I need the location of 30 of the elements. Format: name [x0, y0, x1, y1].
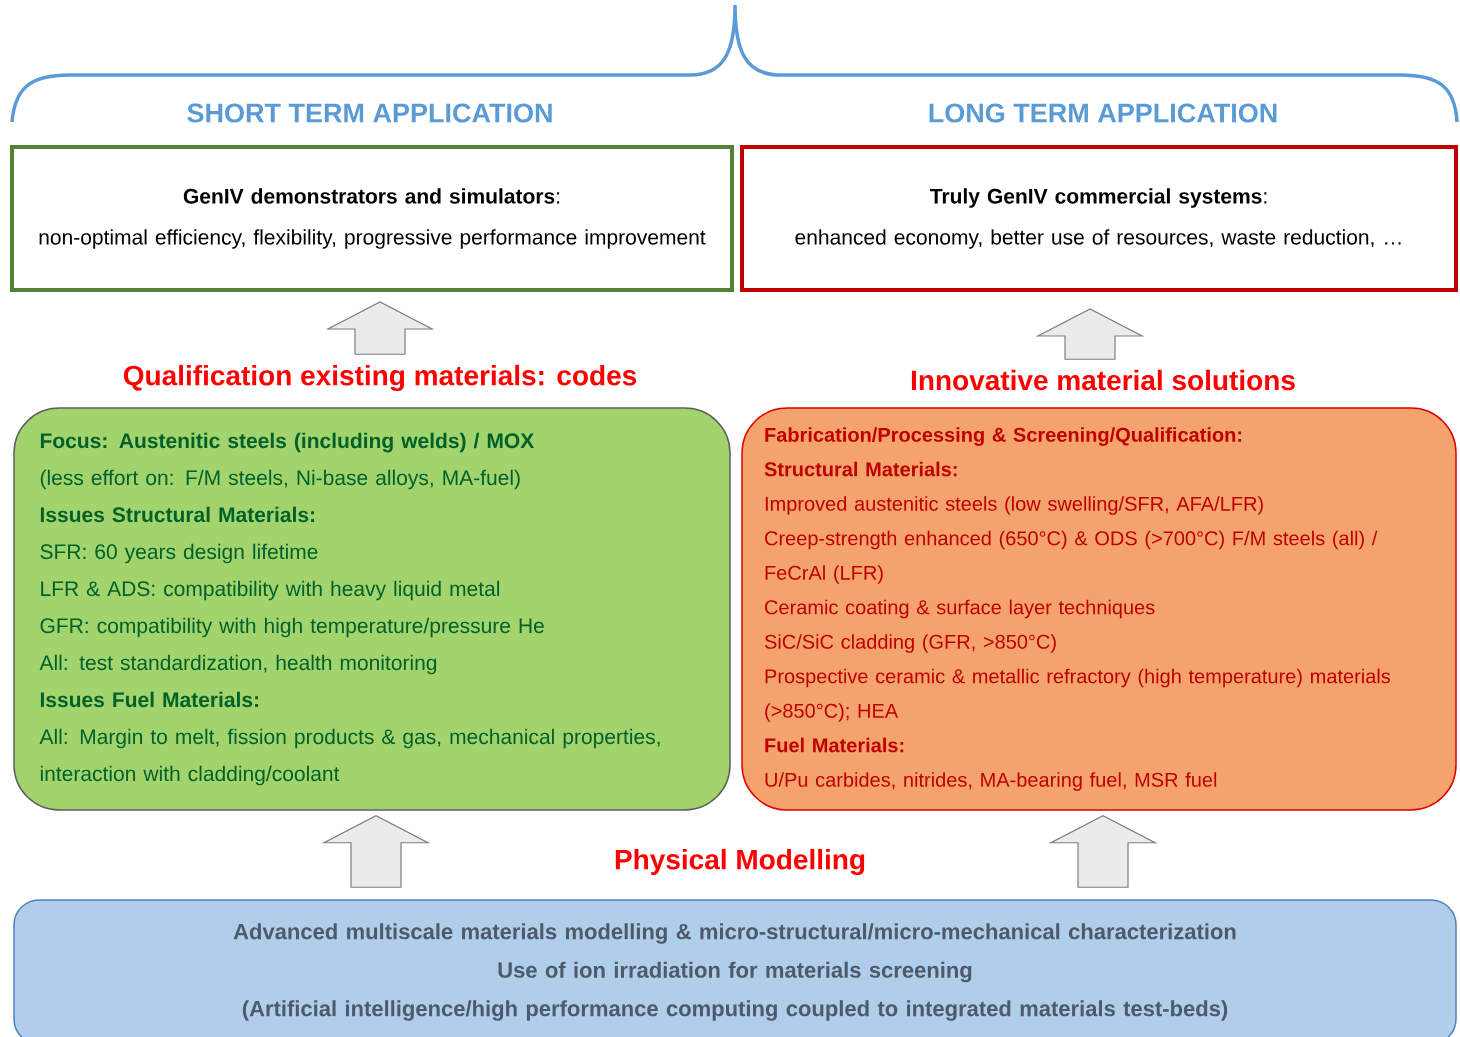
node-label: Structural Materials: [764, 461, 957, 477]
node-label: Issues Structural Materials: [40, 506, 315, 523]
node-label: Fabrication/Processing & Screening/Qualification: [765, 427, 1242, 446]
node-label: Focus: Austenitic steels (including welds) / MOX [40, 432, 535, 453]
outcome-box: GenIV demonstrators and simulators: non-optimal efficiency, flexibility, progressive performance improvement [10, 145, 734, 292]
box-heading: Physical Modelling [615, 848, 865, 876]
node-label: All: Margin to melt, fission products & gas, mechanical properties, interaction with cladding/coolant [39, 728, 660, 786]
block-arrow [321, 815, 431, 888]
node-label: All: test standardization, health monitoring [39, 654, 437, 675]
materials-box: Focus: Austenitic steels (including welds) / MOX (less effort on: F/M steels, Ni-base alloys, MA-fuel) Issues Structural Materials: SFR: 60 years design lifetime LFR & ADS: compatibility with heavy liquid metal GFR: compatibility with high temperature/pressure He All: test standardization, health monitoring Issues Fuel Materials: All: Margin to melt, fission products & gas, mechanical properties, interaction with cladding/coolant [13, 407, 731, 811]
block-arrow [325, 301, 435, 355]
block-arrow [1035, 308, 1145, 360]
box-heading: Qualification existing materials: codes [123, 364, 637, 392]
node-label: SiC/SiC cladding (GFR, >850°C) [764, 634, 1056, 653]
node-label: Ceramic coating & surface layer techniques [765, 599, 1155, 619]
node-label: Fuel Materials: [765, 737, 904, 753]
node-label: LFR & ADS: compatibility with heavy liquid metal [41, 580, 500, 601]
node-label: Issues Fuel Materials: [40, 691, 259, 708]
node-label: Creep-strength enhanced (650°C) & ODS (>700°C) F/M steels (all) / FeCrAl (LFR) [765, 530, 1378, 584]
node-label: GFR: compatibility with high temperature/pressure He [40, 617, 544, 638]
node-label: Prospective ceramic & metallic refractory (high temperature) materials (>850°C); HEA [765, 668, 1391, 722]
node-label: SFR: 60 years design lifetime [40, 543, 318, 564]
node-label: Improved austenitic steels (low swelling/SFR, AFA/LFR) [765, 496, 1263, 515]
block-arrow [1048, 815, 1158, 888]
outcome-box: Truly GenIV commercial systems: enhanced economy, better use of resources, waste reduction, … [740, 145, 1458, 292]
modelling-box: Advanced multiscale materials modelling & micro-structural/micro-mechanical characterization Use of ion irradiation for materials screening (Artificial intelligence/high performance computing coupled to integrated materials test-beds) [13, 899, 1457, 1037]
node-label: U/Pu carbides, nitrides, MA-bearing fuel, MSR fuel [765, 772, 1217, 791]
box-heading: Innovative material solutions [911, 369, 1295, 391]
materials-box: Fabrication/Processing & Screening/Qualification: Structural Materials: Improved austenitic steels (low swelling/SFR, AFA/LFR) Creep-strength enhanced (650°C) & ODS (>700°C) F/M steels (all) / FeCrAl (LFR) Ceramic coating & surface layer techniques SiC/SiC cladding (GFR, >850°C) Prospective ceramic & metallic refractory (high temperature) materials (>850°C); HEA Fuel Materials: U/Pu carbides, nitrides, MA-bearing fuel, MSR fuel [741, 407, 1457, 811]
node-label: (less effort on: F/M steels, Ni-base alloys, MA-fuel) [40, 469, 520, 490]
